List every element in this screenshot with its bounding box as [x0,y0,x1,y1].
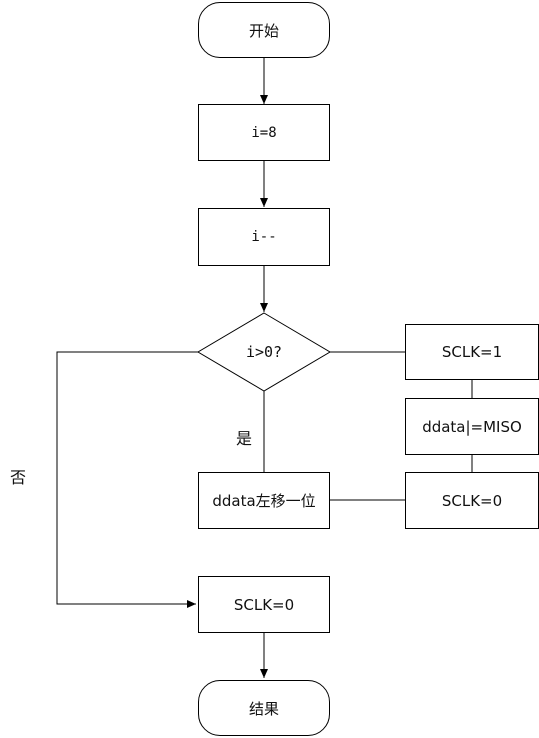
no-branch-label: 否 [10,468,27,487]
read-bit-label: ddata|=MISO [422,417,522,436]
init-label: i=8 [251,124,277,141]
end-label: 结果 [248,699,279,718]
init-node: i=8 [198,104,330,161]
yes-branch-label: 是 [236,429,253,448]
sclk-low-node: SCLK=0 [405,472,539,529]
arrow-no-branch [56,351,198,608]
shift-left-label: ddata左移一位 [212,492,316,510]
decrement-label: i-- [251,229,277,245]
start-label: 开始 [248,21,279,40]
condition-label: i>0? [245,343,283,361]
end-node: 结果 [198,680,330,736]
sclk-low-label: SCLK=0 [441,491,503,510]
sclk-high-node: SCLK=1 [405,324,539,380]
sclk-low-final-node: SCLK=0 [198,576,330,633]
sclk-low-final-label: SCLK=0 [233,595,295,614]
start-node: 开始 [198,2,330,58]
read-bit-node: ddata|=MISO [405,398,539,455]
shift-left-node: ddata左移一位 [198,472,330,529]
sclk-high-label: SCLK=1 [441,343,503,361]
decrement-node: i-- [198,208,330,266]
